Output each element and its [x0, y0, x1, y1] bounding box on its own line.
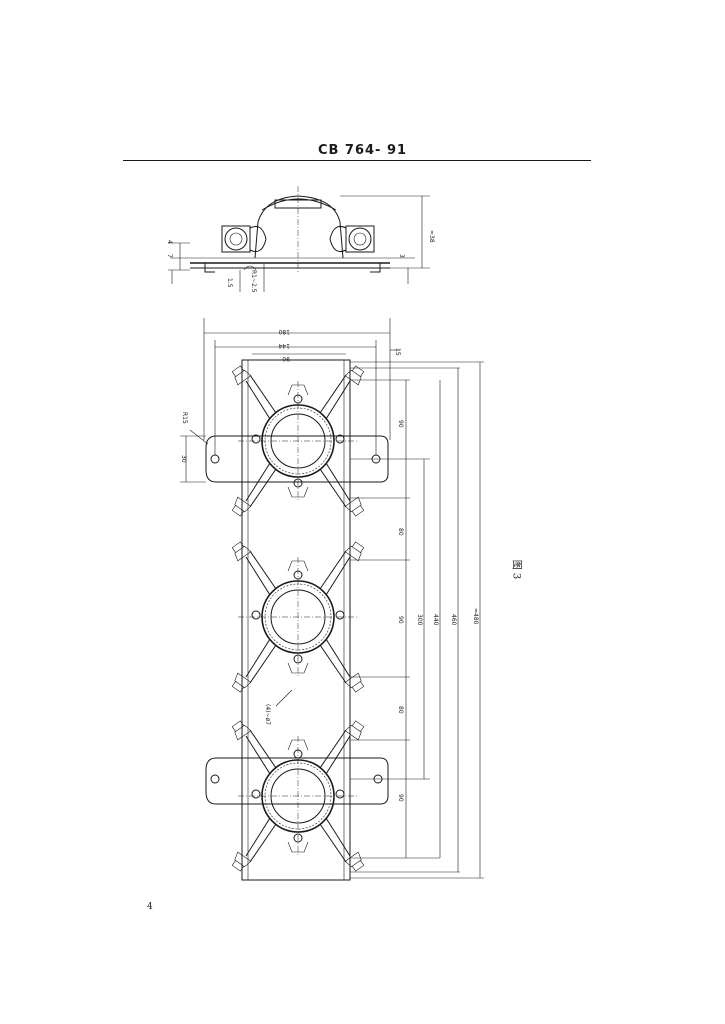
dim-spacing-3: 90 — [397, 616, 404, 624]
dim-width-overall: 180 — [278, 328, 290, 335]
side-dim-left-a: 4 — [166, 240, 173, 244]
side-dim-height: ≈38 — [428, 230, 435, 243]
side-dim-bottom-a: 1.5 — [226, 278, 233, 288]
side-dim-left-b: 7 — [166, 254, 173, 258]
side-dim-bottom-b: R1~2.5 — [250, 270, 257, 293]
dim-span-440: 440 — [432, 614, 439, 626]
dim-spacing-4: 80 — [397, 706, 404, 714]
document-header-title: CB 764- 91 — [317, 143, 408, 158]
plan-view — [180, 318, 484, 881]
figure-caption: 图 3 — [510, 559, 522, 580]
dim-spacing-1: 90 — [397, 420, 404, 428]
dim-width-holes: 144 — [278, 342, 290, 349]
page-number: 4 — [147, 902, 153, 912]
dim-span-460: 460 — [450, 614, 457, 626]
dim-top-offset: 15 — [394, 348, 401, 356]
dim-tab-width: 30 — [180, 455, 187, 463]
side-view — [168, 186, 430, 292]
dim-tab-radius: R15 — [181, 412, 188, 424]
dim-width-inner: 90 — [282, 355, 290, 362]
header-divider — [123, 160, 591, 161]
dim-span-300: 300 — [416, 614, 423, 626]
dim-hole-callout: (4)~ø7 — [264, 704, 271, 725]
dim-spacing-2: 80 — [397, 528, 404, 536]
dim-span-480: ≈480 — [472, 608, 479, 625]
side-dim-small: 3 — [398, 254, 405, 258]
dim-spacing-5: 90 — [397, 794, 404, 802]
